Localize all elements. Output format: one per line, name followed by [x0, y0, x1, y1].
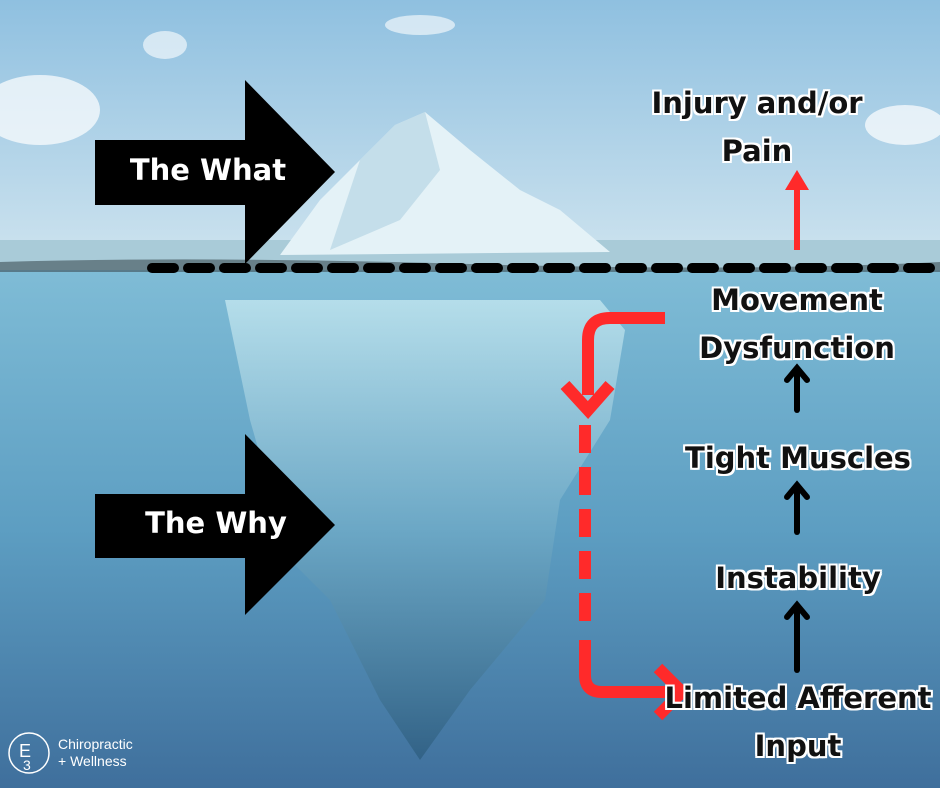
- e3-logo-mark-icon: E 3: [8, 732, 50, 774]
- the-what-label: The What: [129, 153, 287, 187]
- movement-dysfunction-label: Movement Dysfunction: [699, 283, 895, 365]
- e3-logo: E 3 Chiropractic + Wellness: [6, 730, 133, 776]
- limited-afferent-input-label: Limited Afferent Input: [664, 681, 932, 763]
- the-why-arrow: [95, 434, 335, 615]
- svg-text:E: E: [19, 741, 31, 761]
- instability-label: Instability: [715, 561, 881, 595]
- injury-pain-label: Injury and/or Pain: [651, 86, 863, 168]
- the-what-arrow: [95, 80, 335, 264]
- logo-line1: Chiropractic: [58, 736, 133, 752]
- iceberg-underwater: [225, 300, 625, 760]
- red-arrow-up-icon: [785, 170, 809, 190]
- tight-muscles-label: Tight Muscles: [685, 441, 911, 475]
- the-why-label: The Why: [145, 506, 287, 540]
- logo-line2: + Wellness: [58, 753, 127, 769]
- svg-text:3: 3: [23, 757, 31, 773]
